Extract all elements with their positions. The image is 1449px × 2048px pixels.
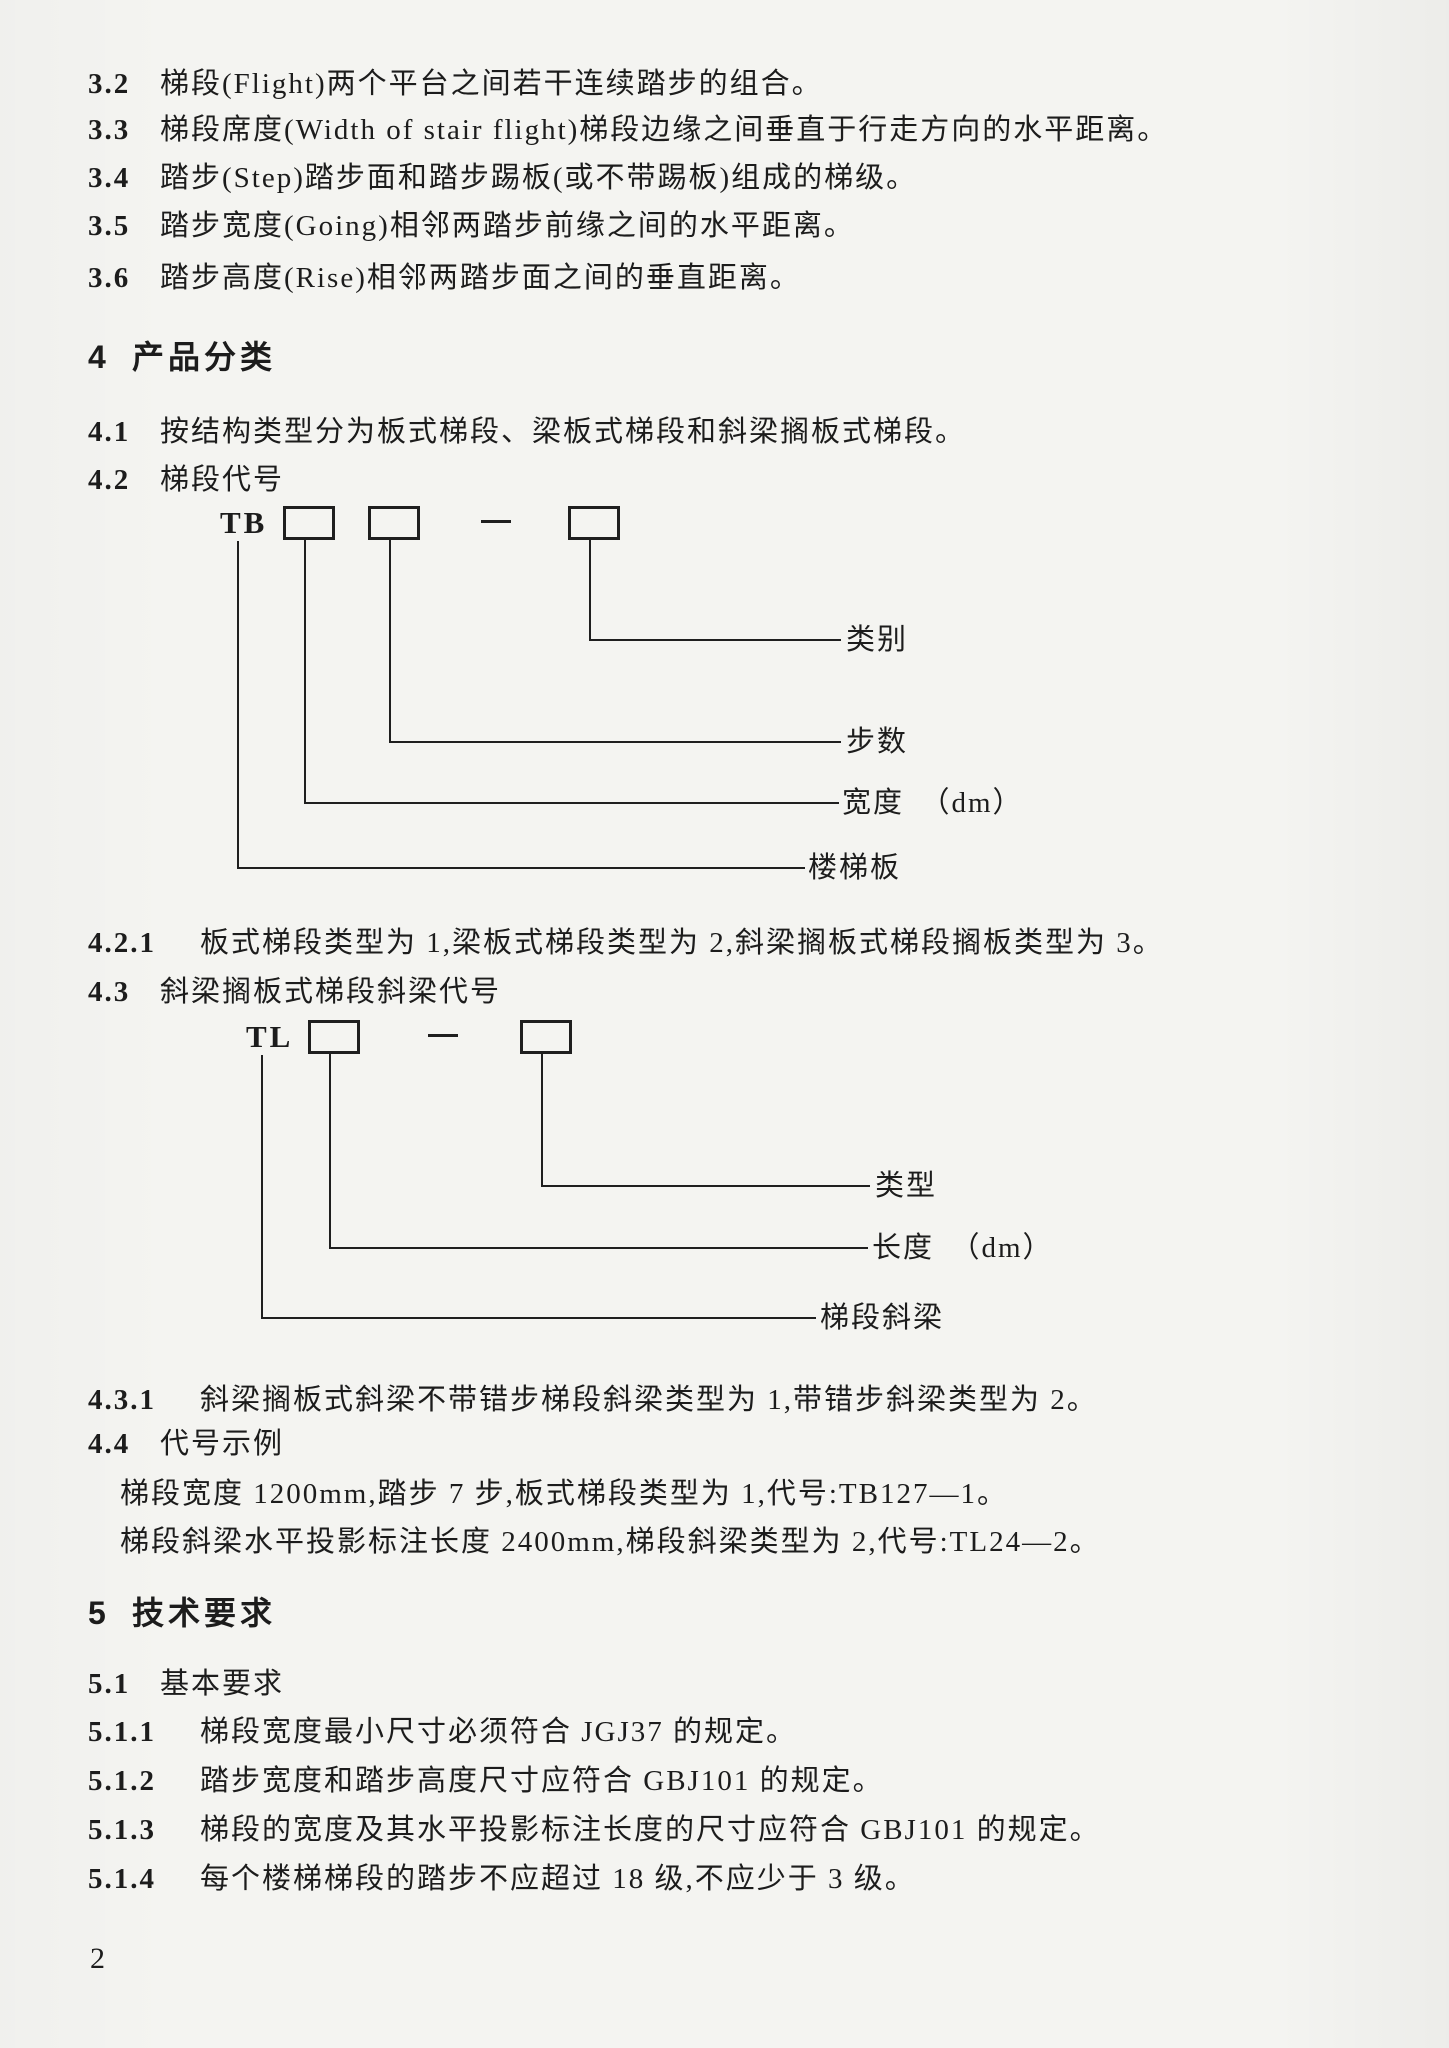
tb-label-steps: 步数 [846, 726, 909, 758]
section-5-heading: 5 技术要求 [88, 1594, 276, 1632]
clause-text: 踏步宽度(Going)相邻两踏步前缘之间的水平距离。 [160, 210, 855, 242]
clause-number: 3.4 [88, 162, 131, 194]
clause-3-2: 3.2 梯段(Flight)两个平台之间若干连续踏步的组合。 [88, 66, 823, 102]
clause-text: 斜梁搁板式斜梁不带错步梯段斜梁类型为 1,带错步斜梁类型为 2。 [200, 1384, 1098, 1416]
clause-5-1-4: 5.1.4 每个楼梯梯段的踏步不应超过 18 级,不应少于 3 级。 [88, 1861, 916, 1897]
clause-3-4: 3.4 踏步(Step)踏步面和踏步踢板(或不带踢板)组成的梯级。 [88, 160, 917, 196]
tl-beam-leader-horizontal [261, 1317, 816, 1319]
clause-text: 踏步(Step)踏步面和踏步踢板(或不带踢板)组成的梯级。 [160, 162, 918, 194]
tl-prefix: TL [246, 1019, 294, 1054]
tb-width-leader-horizontal [304, 802, 839, 804]
clause-number: 5.1 [88, 1668, 131, 1700]
tl-type-leader-horizontal [541, 1185, 870, 1187]
clause-text: 代号示例 [160, 1428, 285, 1460]
clause-5-1-3: 5.1.3 梯段的宽度及其水平投影标注长度的尺寸应符合 GBJ101 的规定。 [88, 1812, 1101, 1848]
tb-category-leader-vertical [589, 540, 591, 640]
tb-category-leader-horizontal [589, 639, 841, 641]
clause-text: 梯段代号 [160, 464, 285, 496]
clause-4-3: 4.3 斜梁搁板式梯段斜梁代号 [88, 974, 501, 1010]
clause-number: 5.1.3 [88, 1814, 156, 1846]
tl-type-box [520, 1020, 572, 1054]
tb-label-category: 类别 [846, 624, 909, 656]
clause-5-1-1: 5.1.1 梯段宽度最小尺寸必须符合 JGJ37 的规定。 [88, 1714, 797, 1750]
clause-number: 4.1 [88, 416, 131, 448]
clause-text: 板式梯段类型为 1,梁板式梯段类型为 2,斜梁搁板式梯段搁板类型为 3。 [200, 927, 1164, 959]
section-title: 技术要求 [132, 1595, 277, 1631]
clause-text: 踏步宽度和踏步高度尺寸应符合 GBJ101 的规定。 [200, 1765, 884, 1797]
clause-text: 斜梁搁板式梯段斜梁代号 [160, 976, 502, 1008]
tb-width-box [283, 506, 335, 540]
clause-number: 3.6 [88, 262, 131, 294]
tb-steps-leader-horizontal [389, 741, 841, 743]
clause-number: 5.1.4 [88, 1863, 156, 1895]
tb-steps-box [368, 506, 420, 540]
tb-prefix-leader-vertical [237, 541, 239, 868]
tl-length-box [308, 1020, 360, 1054]
clause-4-2: 4.2 梯段代号 [88, 462, 284, 498]
section-number: 4 [88, 339, 106, 375]
section-4-heading: 4 产品分类 [88, 338, 276, 376]
tb-label-width: 宽度 （dm） [842, 787, 1024, 819]
code-example-2: 梯段斜梁水平投影标注长度 2400mm,梯段斜梁类型为 2,代号:TL24—2。 [120, 1526, 1101, 1558]
tl-length-leader-horizontal [329, 1247, 868, 1249]
tb-dash [481, 520, 511, 523]
clause-number: 4.4 [88, 1428, 131, 1460]
clause-text: 梯段(Flight)两个平台之间若干连续踏步的组合。 [160, 68, 823, 100]
clause-5-1: 5.1 基本要求 [88, 1666, 284, 1702]
tb-prefix: TB [220, 505, 268, 540]
tl-prefix-leader-vertical [261, 1055, 263, 1318]
tb-width-leader-vertical [304, 540, 306, 803]
section-title: 产品分类 [132, 339, 277, 375]
clause-3-3: 3.3 梯段席度(Width of stair flight)梯段边缘之间垂直于行… [88, 112, 1168, 148]
clause-number: 3.2 [88, 68, 131, 100]
clause-number: 3.3 [88, 114, 131, 146]
clause-text: 梯段的宽度及其水平投影标注长度的尺寸应符合 GBJ101 的规定。 [200, 1814, 1101, 1846]
clause-text: 基本要求 [160, 1668, 285, 1700]
tl-label-length: 长度 （dm） [872, 1232, 1054, 1264]
page-number: 2 [90, 1942, 105, 1975]
clause-number: 4.2.1 [88, 927, 156, 959]
clause-number: 4.2 [88, 464, 131, 496]
clause-number: 4.3.1 [88, 1384, 156, 1416]
clause-text: 每个楼梯梯段的踏步不应超过 18 级,不应少于 3 级。 [200, 1863, 916, 1895]
clause-number: 5.1.1 [88, 1716, 156, 1748]
clause-4-3-1: 4.3.1 斜梁搁板式斜梁不带错步梯段斜梁类型为 1,带错步斜梁类型为 2。 [88, 1382, 1098, 1418]
clause-number: 4.3 [88, 976, 131, 1008]
clause-3-6: 3.6 踏步高度(Rise)相邻两踏步面之间的垂直距离。 [88, 260, 801, 296]
tb-steps-leader-vertical [389, 540, 391, 742]
clause-3-5: 3.5 踏步宽度(Going)相邻两踏步前缘之间的水平距离。 [88, 208, 855, 244]
clause-4-1: 4.1 按结构类型分为板式梯段、梁板式梯段和斜梁搁板式梯段。 [88, 414, 966, 450]
clause-number: 5.1.2 [88, 1765, 156, 1797]
tb-category-box [568, 506, 620, 540]
clause-5-1-2: 5.1.2 踏步宽度和踏步高度尺寸应符合 GBJ101 的规定。 [88, 1763, 884, 1799]
clause-text: 梯段席度(Width of stair flight)梯段边缘之间垂直于行走方向… [160, 114, 1169, 146]
tl-length-leader-vertical [329, 1054, 331, 1248]
tl-dash [428, 1034, 458, 1037]
clause-4-4: 4.4 代号示例 [88, 1426, 284, 1462]
section-number: 5 [88, 1595, 106, 1631]
tb-label-plate: 楼梯板 [808, 852, 902, 884]
tl-label-beam: 梯段斜梁 [820, 1302, 945, 1334]
code-example-1: 梯段宽度 1200mm,踏步 7 步,板式梯段类型为 1,代号:TB127—1。 [120, 1478, 1008, 1510]
clause-text: 梯段宽度最小尺寸必须符合 JGJ37 的规定。 [200, 1716, 798, 1748]
tb-plate-leader-horizontal [237, 867, 805, 869]
clause-number: 3.5 [88, 210, 131, 242]
clause-text: 按结构类型分为板式梯段、梁板式梯段和斜梁搁板式梯段。 [160, 416, 967, 448]
clause-4-2-1: 4.2.1 板式梯段类型为 1,梁板式梯段类型为 2,斜梁搁板式梯段搁板类型为 3… [88, 925, 1164, 961]
clause-text: 踏步高度(Rise)相邻两踏步面之间的垂直距离。 [160, 262, 801, 294]
tl-label-type: 类型 [875, 1170, 938, 1202]
tl-type-leader-vertical [541, 1054, 543, 1186]
